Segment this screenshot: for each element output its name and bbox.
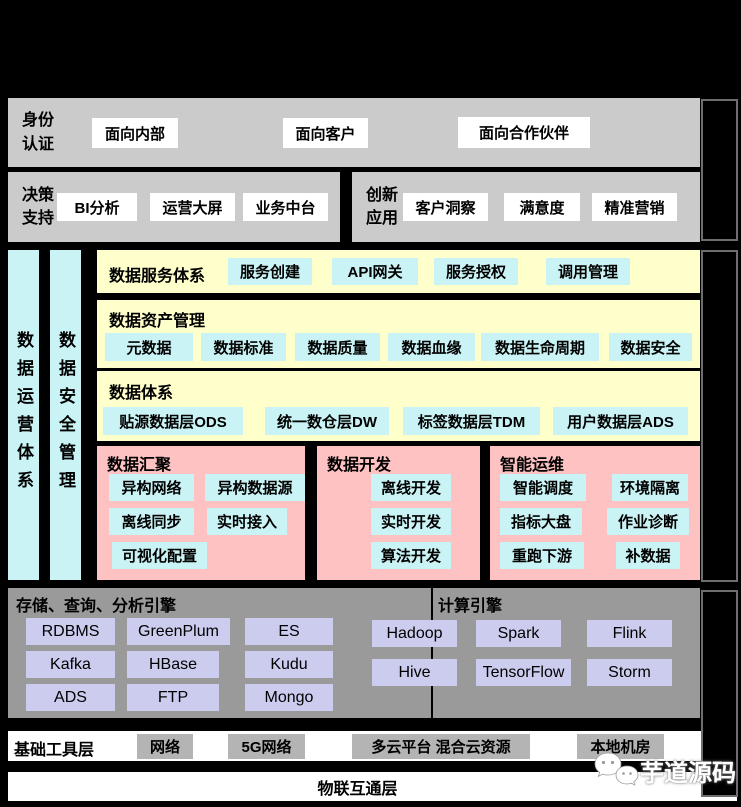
sidebar-data-operation-label: 数据运营体系	[14, 331, 33, 499]
service-item-api-gateway: API网关	[332, 258, 418, 285]
iot-label: 物联互通层	[317, 780, 398, 798]
development-item-algorithm: 算法开发	[371, 542, 451, 569]
right-bracket-middle	[701, 250, 738, 582]
development-item-realtime: 实时开发	[371, 508, 451, 535]
storage-item-mongo: Mongo	[245, 684, 333, 711]
base-tools-band: 基础工具层 网络 5G网络 多云平台 混合云资源 本地机房	[8, 731, 703, 761]
panel-intelligent-ops: 智能运维 智能调度 环境隔离 指标大盘 作业诊断 重跑下游 补数据	[490, 446, 700, 580]
system-item-dw: 统一数仓层DW	[265, 407, 389, 435]
asset-item-security: 数据安全	[609, 333, 692, 361]
asset-item-lifecycle: 数据生命周期	[481, 333, 599, 361]
storage-item-es: ES	[245, 618, 333, 645]
sidebar-data-security: 数据安全管理	[50, 250, 81, 580]
aggregation-item-offline-sync: 离线同步	[109, 508, 194, 535]
compute-item-tensorflow: TensorFlow	[476, 659, 571, 686]
engine-divider	[431, 588, 433, 718]
watermark: 芋道源码	[594, 748, 736, 792]
innovation-item-satisfaction: 满意度	[504, 193, 580, 221]
decision-band: 决策支持 BI分析 运营大屏 业务中台	[8, 172, 340, 242]
panel-data-system: 数据体系 贴源数据层ODS 统一数仓层DW 标签数据层TDM 用户数据层ADS	[97, 371, 700, 441]
storage-item-ftp: FTP	[127, 684, 219, 711]
asset-item-quality: 数据质量	[295, 333, 380, 361]
storage-item-kafka: Kafka	[26, 651, 115, 678]
system-item-tdm: 标签数据层TDM	[403, 407, 540, 435]
panel-data-service: 数据服务体系 服务创建 API网关 服务授权 调用管理	[97, 250, 700, 293]
system-item-ods: 贴源数据层ODS	[103, 407, 243, 435]
decision-label: 决策支持	[22, 186, 55, 227]
engine-section: 存储、查询、分析引擎 计算引擎 RDBMS GreenPlum ES Kafka…	[8, 588, 700, 718]
asset-item-lineage: 数据血缘	[388, 333, 475, 361]
compute-item-hive: Hive	[372, 659, 457, 686]
storage-item-ads: ADS	[26, 684, 115, 711]
right-bracket-top	[701, 99, 738, 241]
ops-item-job-diagnosis: 作业诊断	[607, 508, 689, 535]
identity-label: 身份认证	[22, 112, 55, 153]
base-item-local-datacenter: 本地机房	[577, 734, 664, 759]
base-item-5g: 5G网络	[228, 734, 305, 759]
storage-item-greenplum: GreenPlum	[127, 618, 230, 645]
service-item-create: 服务创建	[228, 258, 312, 285]
service-item-auth: 服务授权	[434, 258, 518, 285]
innovation-band: 创新应用 客户洞察 满意度 精准营销	[352, 172, 700, 242]
right-bracket-bottom	[701, 590, 738, 797]
identity-item-partner: 面向合作伙伴	[458, 117, 590, 148]
sidebar-data-operation: 数据运营体系	[8, 250, 39, 580]
service-item-invoke: 调用管理	[546, 258, 630, 285]
panel-data-aggregation-title: 数据汇聚	[107, 457, 172, 474]
development-item-offline: 离线开发	[371, 474, 451, 501]
ops-item-backfill: 补数据	[616, 542, 680, 569]
asset-item-standard: 数据标准	[201, 333, 286, 361]
panel-data-asset: 数据资产管理 元数据 数据标准 数据质量 数据血缘 数据生命周期 数据安全	[97, 300, 700, 368]
asset-item-metadata: 元数据	[105, 333, 193, 361]
decision-item-dashboard: 运营大屏	[150, 193, 235, 221]
compute-engine-title: 计算引擎	[438, 598, 503, 615]
base-tools-label: 基础工具层	[14, 742, 95, 759]
system-item-ads: 用户数据层ADS	[553, 407, 688, 435]
identity-band: 身份认证 面向内部 面向客户 面向合作伙伴	[8, 98, 700, 167]
panel-data-asset-title: 数据资产管理	[109, 313, 206, 330]
identity-item-customer: 面向客户	[283, 118, 368, 148]
storage-item-kudu: Kudu	[245, 651, 333, 678]
innovation-label: 创新应用	[366, 186, 399, 227]
panel-data-service-title: 数据服务体系	[109, 268, 206, 285]
aggregation-item-realtime-ingest: 实时接入	[207, 508, 287, 535]
base-item-multicloud: 多云平台 混合云资源	[352, 734, 530, 759]
identity-item-internal: 面向内部	[92, 118, 178, 148]
sidebar-data-security-label: 数据安全管理	[56, 331, 75, 499]
innovation-item-insight: 客户洞察	[403, 193, 488, 221]
panel-intelligent-ops-title: 智能运维	[500, 457, 565, 474]
aggregation-item-hetero-network: 异构网络	[109, 474, 194, 501]
watermark-logo-icon	[594, 750, 640, 790]
ops-item-metric-board: 指标大盘	[500, 508, 582, 535]
panel-data-development-title: 数据开发	[327, 457, 392, 474]
watermark-label: 芋道源码	[640, 759, 736, 787]
storage-engine-title: 存储、查询、分析引擎	[16, 598, 177, 615]
panel-data-aggregation: 数据汇聚 异构网络 异构数据源 离线同步 实时接入 可视化配置	[97, 446, 305, 580]
aggregation-item-visual-config: 可视化配置	[112, 542, 207, 569]
ops-item-rerun-downstream: 重跑下游	[500, 542, 584, 569]
base-item-network: 网络	[137, 734, 193, 759]
storage-item-hbase: HBase	[127, 651, 219, 678]
panel-data-development: 数据开发 离线开发 实时开发 算法开发	[317, 446, 480, 580]
compute-item-flink: Flink	[587, 620, 672, 647]
compute-item-spark: Spark	[476, 620, 561, 647]
storage-item-rdbms: RDBMS	[26, 618, 115, 645]
compute-item-hadoop: Hadoop	[372, 620, 457, 647]
ops-item-env-isolation: 环境隔离	[612, 474, 688, 501]
iot-band: 物联互通层	[8, 772, 737, 801]
innovation-item-marketing: 精准营销	[592, 193, 677, 221]
ops-item-scheduling: 智能调度	[500, 474, 586, 501]
compute-item-storm: Storm	[587, 659, 672, 686]
panel-data-system-title: 数据体系	[109, 385, 174, 402]
decision-item-bi: BI分析	[57, 193, 137, 221]
aggregation-item-hetero-source: 异构数据源	[205, 474, 305, 501]
decision-item-middle-platform: 业务中台	[243, 193, 328, 221]
